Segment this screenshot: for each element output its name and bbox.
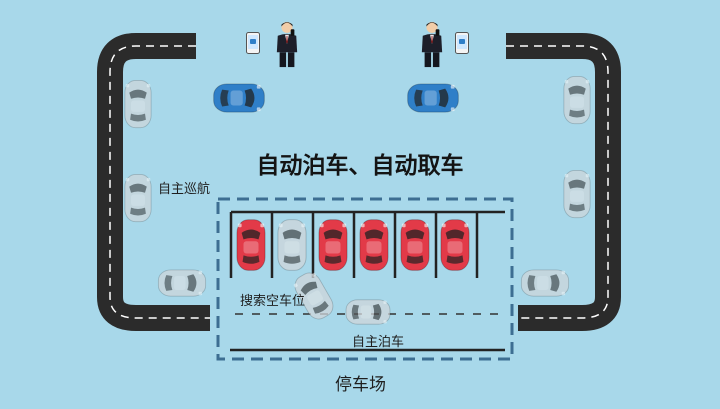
ghost-car <box>563 75 591 125</box>
ghost-car <box>157 269 207 297</box>
blue-car <box>213 83 265 113</box>
ghost-car <box>124 173 152 223</box>
parking-lot-border <box>216 197 514 361</box>
page-title: 自动泊车、自动取车 <box>256 153 464 179</box>
ghost-car <box>345 299 391 325</box>
person-with-phone-icon <box>421 21 443 68</box>
ghost-car <box>124 79 152 129</box>
autonomous-cruise-label: 自主巡航 <box>158 182 211 197</box>
left-road <box>97 33 210 331</box>
smartphone-icon <box>455 32 469 54</box>
parked-car <box>400 219 430 271</box>
ghost-car <box>520 269 570 297</box>
person-with-phone-icon <box>276 21 298 68</box>
ghost-car <box>277 219 307 271</box>
parking-lot-label: 停车场 <box>335 375 386 395</box>
parking-spaces <box>229 210 505 352</box>
parked-car <box>440 219 470 271</box>
parked-car <box>318 219 348 271</box>
search-vacant-space-label: 搜索空车位 <box>240 294 306 309</box>
parked-car <box>359 219 389 271</box>
right-road <box>506 33 621 331</box>
smartphone-icon <box>246 32 260 54</box>
autonomous-parking-label: 自主泊车 <box>352 335 405 350</box>
blue-car <box>407 83 459 113</box>
parked-car <box>236 219 266 271</box>
